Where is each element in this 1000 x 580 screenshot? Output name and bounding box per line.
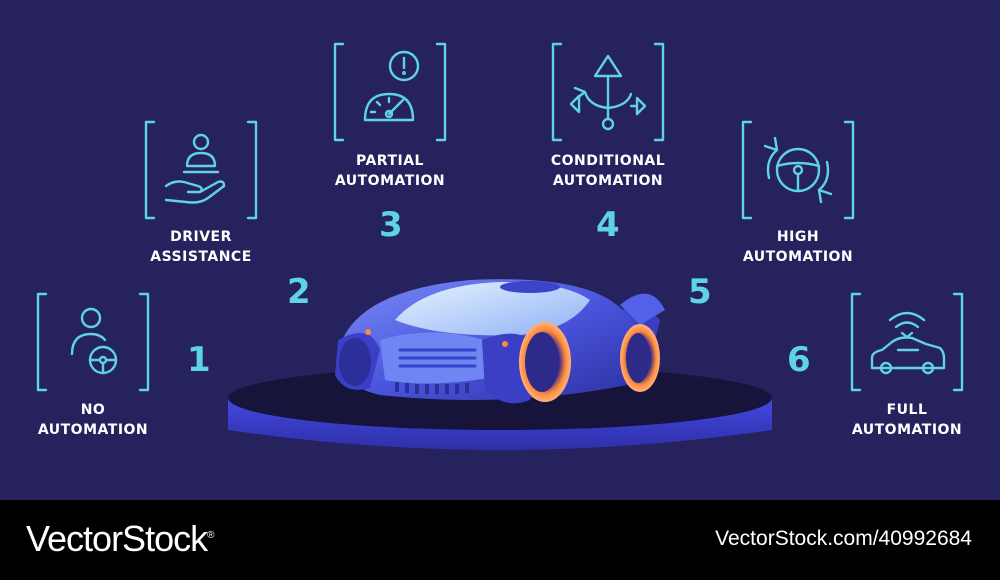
level-2-label-line2: ASSISTANCE — [150, 249, 252, 265]
level-1-label-line1: NO — [80, 402, 106, 418]
level-6-label-line2: AUTOMATION — [851, 422, 963, 438]
level-1-label: NO AUTOMATION — [28, 400, 158, 440]
level-6-number: 6 — [787, 340, 811, 380]
level-5-label: HIGH AUTOMATION — [733, 227, 863, 267]
level-4-number: 4 — [596, 205, 620, 245]
brand-logo: VectorStock® — [26, 518, 214, 560]
hand-person-icon — [142, 120, 260, 220]
level-2-label: DRIVER ASSISTANCE — [136, 227, 266, 267]
level-1-number: 1 — [187, 340, 211, 380]
level-6-label: FULL AUTOMATION — [842, 400, 972, 440]
level-5-label-line1: HIGH — [776, 229, 820, 245]
level-3-label-line1: PARTIAL — [356, 153, 424, 169]
level-3-label-line2: AUTOMATION — [334, 173, 446, 189]
level-4-label: CONDITIONAL AUTOMATION — [533, 151, 683, 191]
level-1-label-line2: AUTOMATION — [37, 422, 149, 438]
level-4-label-line1: CONDITIONAL — [550, 153, 666, 169]
image-id: VectorStock.com/40992684 — [715, 527, 972, 550]
level-6-label-line1: FULL — [886, 402, 928, 418]
car-platform-illustration — [228, 279, 772, 450]
steering-wheel-rotate-icon — [739, 120, 857, 220]
infographic-canvas: NO AUTOMATION DRIVER ASSISTANCE PARTIAL … — [0, 0, 1000, 500]
brand-mark: ® — [207, 530, 215, 541]
level-4-label-line2: AUTOMATION — [552, 173, 664, 189]
brand-name: VectorStock — [26, 518, 208, 559]
route-arrows-icon — [549, 42, 667, 142]
level-5-number: 5 — [688, 272, 712, 312]
level-3-number: 3 — [379, 205, 403, 245]
level-2-label-line1: DRIVER — [170, 229, 232, 245]
level-3-label: PARTIAL AUTOMATION — [320, 151, 460, 191]
speedometer-alert-icon — [331, 42, 449, 142]
car-wireless-icon — [848, 292, 966, 392]
level-5-label-line2: AUTOMATION — [742, 249, 854, 265]
level-2-number: 2 — [287, 272, 311, 312]
watermark-footer: VectorStock® VectorStock.com/40992684 — [0, 500, 1000, 580]
person-steering-wheel-icon — [34, 292, 152, 392]
